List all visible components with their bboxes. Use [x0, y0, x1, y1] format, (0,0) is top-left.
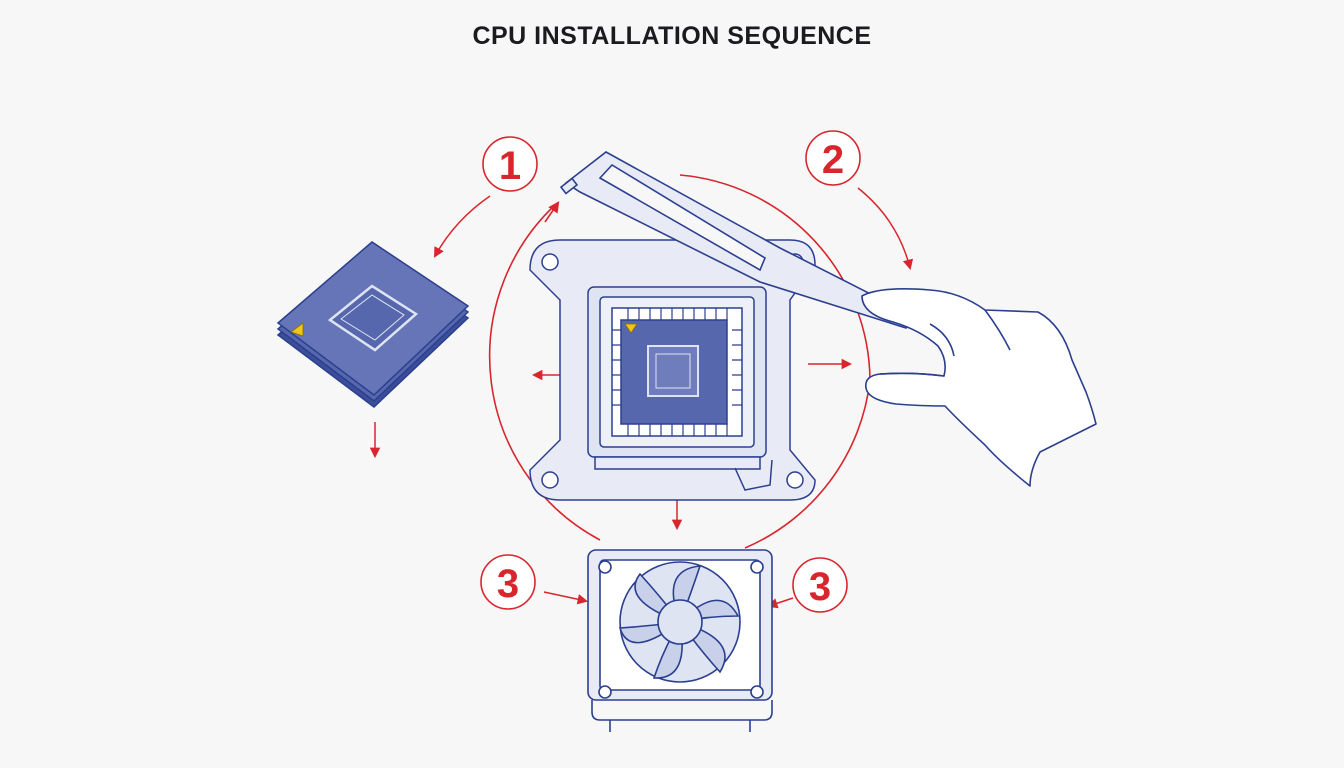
diagram-title: CPU INSTALLATION SEQUENCE [472, 22, 872, 50]
direction-arrows [369, 187, 914, 609]
step-number-2: 2 [822, 138, 844, 182]
socket-pins [612, 308, 742, 436]
hand-icon [861, 288, 1097, 487]
cpu-chip-icon [276, 241, 470, 408]
step-badge-2: 2 [805, 130, 861, 186]
step-number-3-right: 3 [809, 565, 831, 609]
step-badge-1: 1 [482, 136, 538, 192]
alignment-marker-icon [290, 322, 304, 337]
cpu-socket-icon [529, 239, 816, 501]
step-badge-3-right: 3 [792, 557, 848, 613]
cpu-cooler-fan-icon [587, 549, 773, 732]
step-badge-3-left: 3 [480, 554, 536, 610]
step-number-3-left: 3 [497, 562, 519, 606]
sequence-circle [488, 174, 871, 549]
step-number-1: 1 [499, 144, 521, 188]
